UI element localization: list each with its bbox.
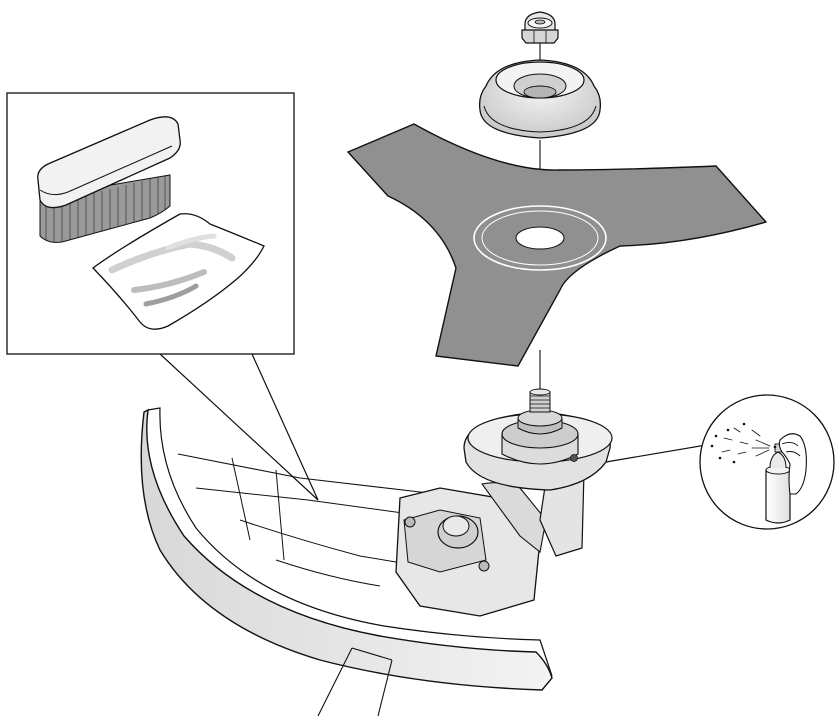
cleaning-brush-icon	[37, 116, 181, 243]
grass-blade-icon	[346, 123, 768, 367]
locking-nut-icon	[521, 11, 559, 44]
cleaning-cloth-icon	[92, 213, 265, 330]
spray-can-icon	[765, 443, 791, 524]
spray-callout	[605, 394, 835, 530]
inset-leader-line	[159, 353, 319, 501]
drive-spindle-icon	[463, 388, 613, 491]
callout-leader-line	[605, 443, 713, 471]
inset-box	[6, 92, 319, 501]
hand-icon	[778, 433, 807, 495]
callout-circle	[699, 394, 835, 530]
blade-guard-icon	[140, 407, 553, 691]
support-flange-icon	[478, 59, 602, 139]
gear-head-icon	[317, 471, 585, 717]
spray-mist-icon	[710, 422, 771, 464]
